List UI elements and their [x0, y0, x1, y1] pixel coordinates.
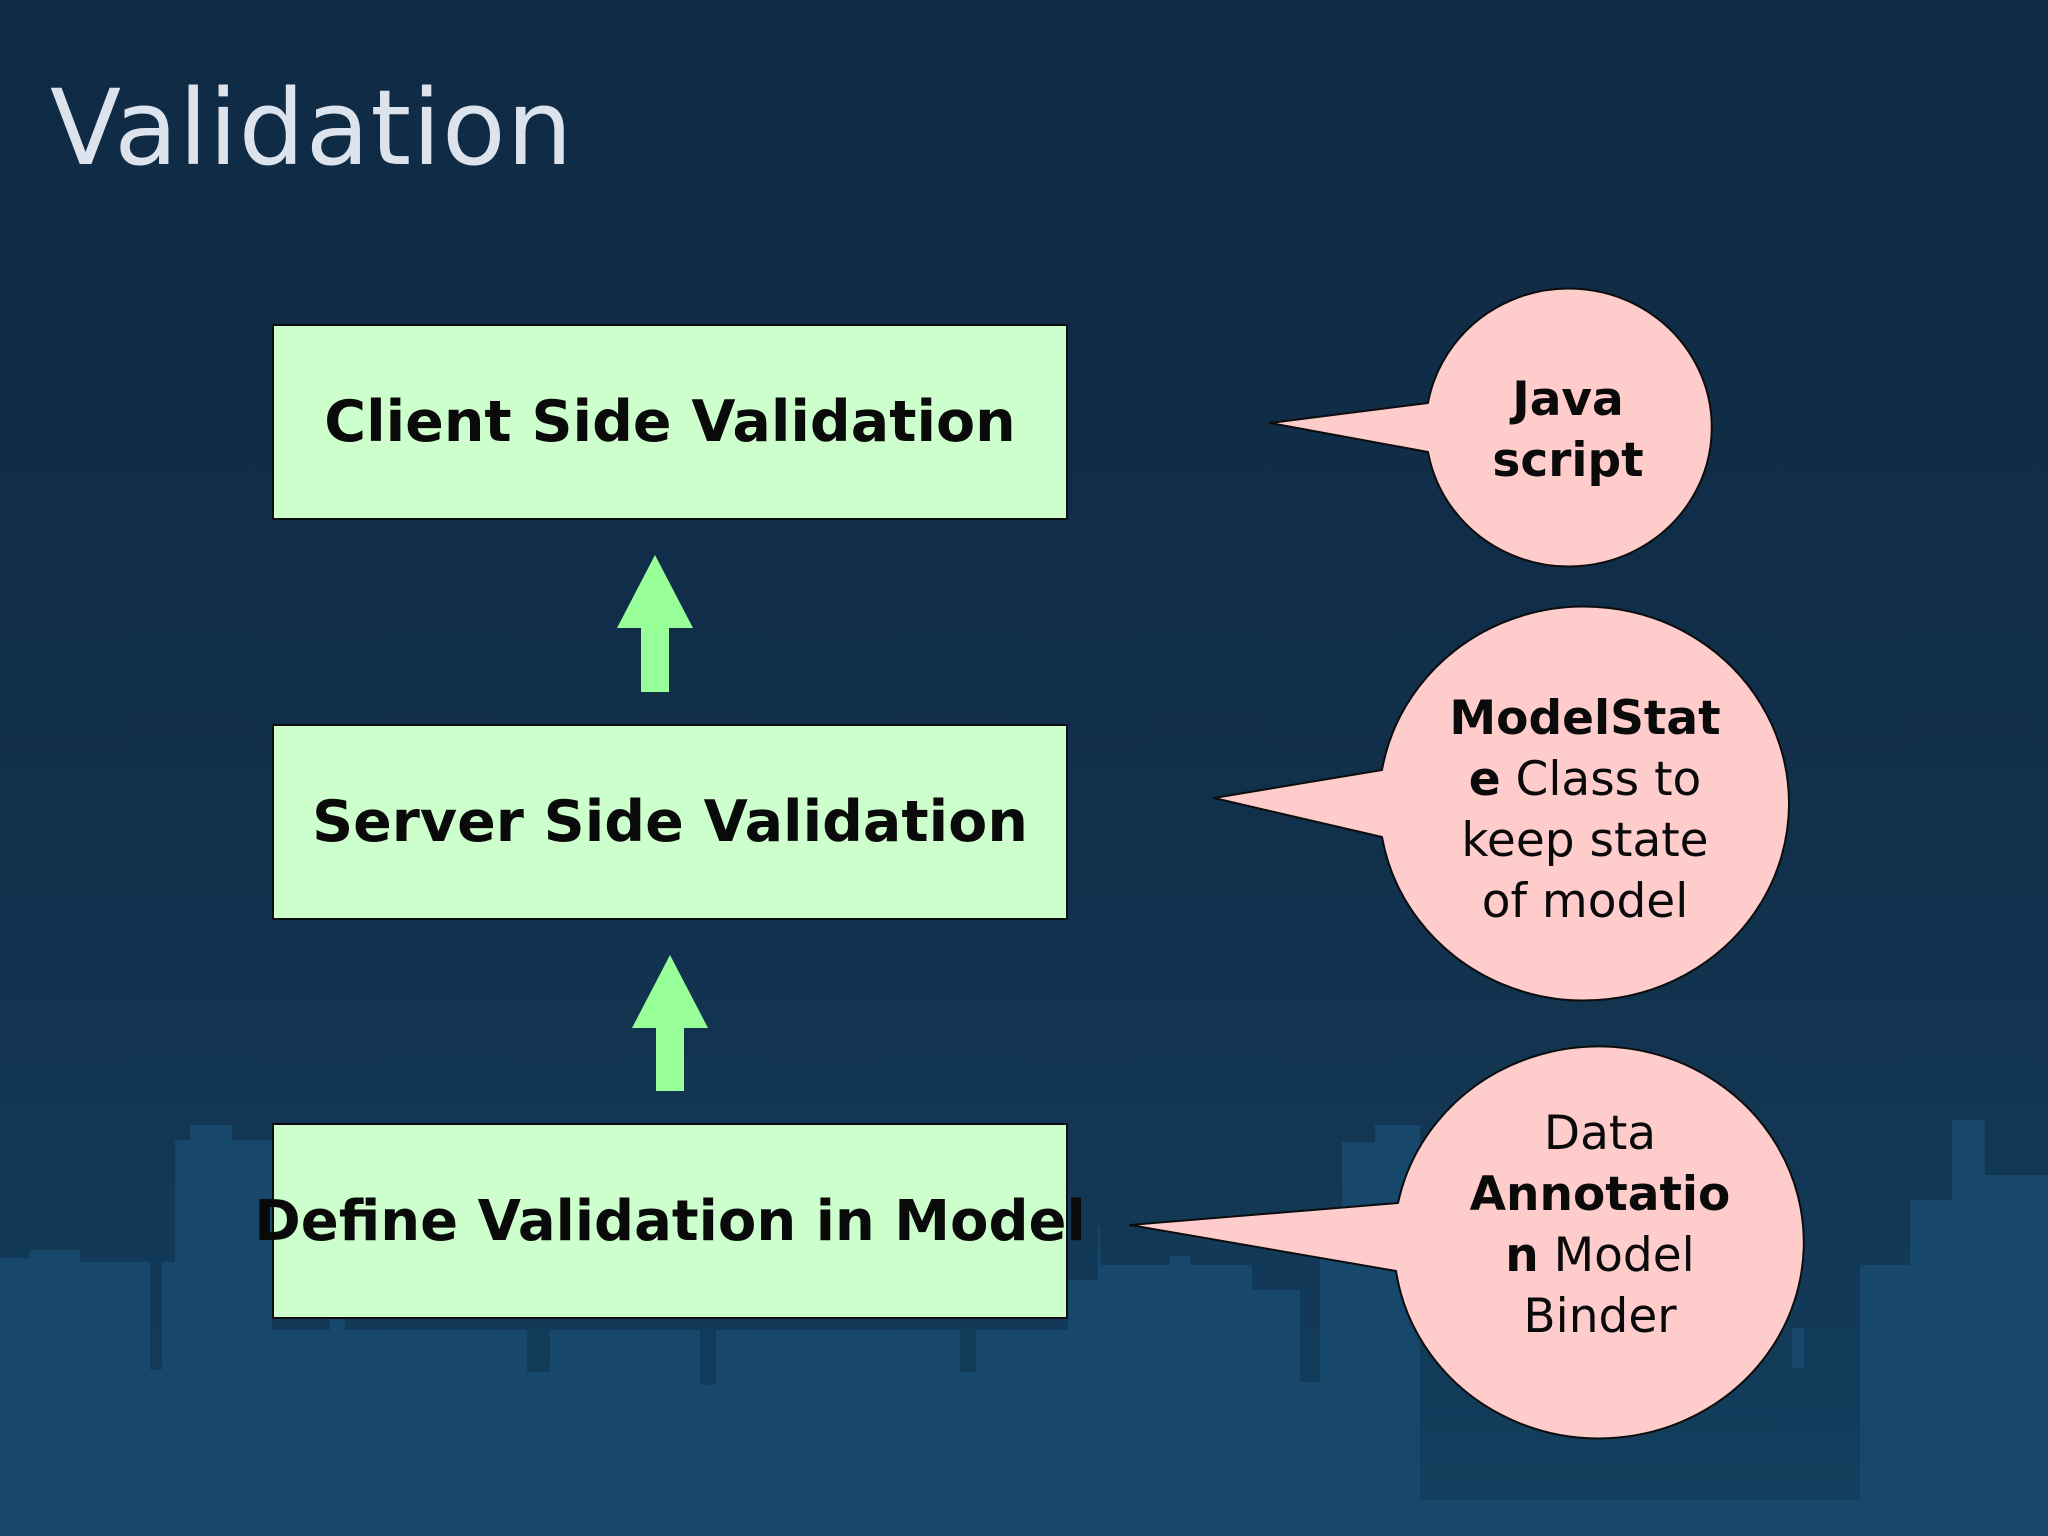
dataannotation-callout-line1: Data: [1543, 1106, 1657, 1161]
dataannotation-callout-text: Data Annotatio n Model Binder: [1420, 1090, 1780, 1360]
skyline-tower-right: [1792, 1328, 1804, 1368]
slide-title: Validation: [50, 67, 574, 189]
modelstate-callout-bold1: ModelStat: [1449, 691, 1721, 746]
server-side-validation-label: Server Side Validation: [312, 789, 1028, 855]
modelstate-callout-bold2: e: [1468, 752, 1501, 807]
define-validation-in-model-label: Define Validation in Model: [254, 1188, 1086, 1254]
dataannotation-callout-bold3: n: [1505, 1228, 1539, 1283]
modelstate-callout-line4: of model: [1481, 874, 1689, 929]
dataannotation-callout-line4: Binder: [1523, 1289, 1677, 1344]
up-arrow-icon: [632, 955, 708, 1091]
server-side-validation-box: Server Side Validation: [272, 724, 1068, 920]
javascript-callout-line1: Java: [1512, 372, 1624, 427]
client-side-validation-box: Client Side Validation: [272, 324, 1068, 520]
dataannotation-callout-bold2: Annotatio: [1469, 1167, 1731, 1222]
modelstate-callout-bubble: [1213, 605, 1790, 1002]
up-arrow-icon: [617, 555, 693, 692]
modelstate-callout-rest2: Class to: [1500, 752, 1702, 807]
dataannotation-callout-rest3: Model: [1538, 1228, 1695, 1283]
javascript-callout-bubble: [1269, 287, 1713, 568]
client-side-validation-label: Client Side Validation: [324, 389, 1016, 455]
dataannotation-callout-bubble: [1129, 1045, 1805, 1440]
javascript-callout-text: Java script: [1428, 330, 1708, 530]
javascript-callout-line2: script: [1492, 433, 1644, 488]
modelstate-callout-text: ModelStat e Class to keep state of model: [1410, 680, 1760, 940]
define-validation-in-model-box: Define Validation in Model: [254, 1123, 1086, 1319]
modelstate-callout-line3: keep state: [1461, 813, 1709, 868]
